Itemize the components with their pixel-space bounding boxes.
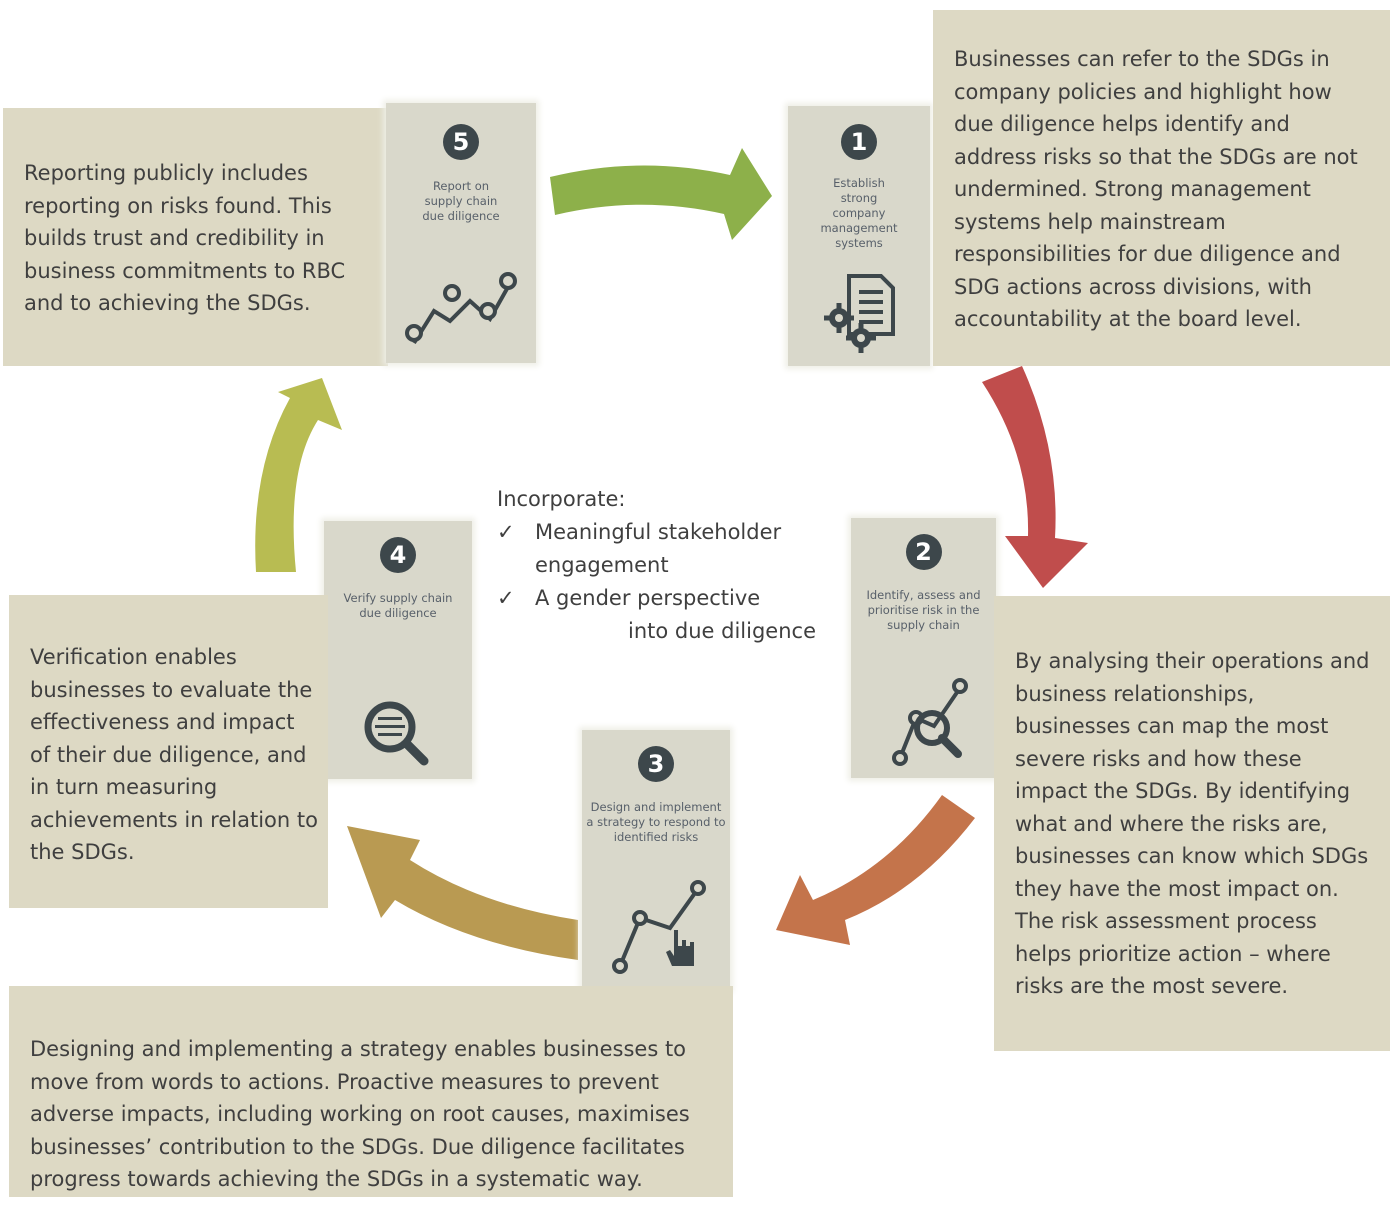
step-1-number: 1 [841, 124, 877, 160]
incorporate-suffix: into due diligence [628, 619, 816, 643]
step-4-description: Verification enables businesses to evalu… [30, 645, 318, 864]
incorporate-panel: Incorporate: ✓ Meaningful stakeholder en… [497, 483, 837, 648]
step-5-label: Report on supply chain due diligence [422, 179, 500, 223]
step-4-card: 4 Verify supply chain due diligence [324, 521, 472, 779]
step-5-description-box: Reporting publicly includes reporting on… [3, 108, 388, 366]
step-2-number: 2 [905, 534, 942, 570]
incorporate-item-1-text: Meaningful stakeholder engagement [535, 520, 782, 577]
step-5-number: 5 [443, 124, 479, 160]
arrow-step3-to-step4 [347, 826, 578, 960]
step-3-label: Design and implement a strategy to respo… [586, 800, 726, 844]
document-gears-icon [824, 274, 895, 353]
step-3-card: 3 Design and implement a strategy to res… [582, 730, 730, 990]
step-3-number: 3 [638, 746, 674, 782]
step-2-card: 2 Identify, assess and prioritise risk i… [851, 518, 996, 778]
step-3-description: Designing and implementing a strategy en… [30, 1037, 690, 1191]
incorporate-item-2-text: A gender perspective [535, 586, 761, 610]
step-5-card: 5 Report on supply chain due diligence [386, 103, 536, 363]
step-5-description: Reporting publicly includes reporting on… [24, 161, 346, 315]
step-2-description-box: By analysing their operations and busine… [994, 596, 1390, 1051]
step-1-description-box: Businesses can refer to the SDGs in comp… [933, 10, 1390, 366]
arrow-step1-to-step2 [982, 366, 1088, 588]
step-1-description: Businesses can refer to the SDGs in comp… [954, 47, 1358, 331]
arrow-step4-to-step5 [255, 378, 342, 572]
step-1-card: 1 Establish strong company management sy… [788, 106, 930, 366]
graph-hand-pointer-icon [612, 880, 706, 974]
incorporate-item-2: ✓ A gender perspective [497, 582, 837, 615]
check-icon: ✓ [497, 586, 515, 610]
arrow-step5-to-step1 [550, 148, 772, 240]
magnifier-graph-icon [891, 678, 968, 766]
location-path-icon [405, 272, 517, 345]
step-3-description-box: Designing and implementing a strategy en… [9, 986, 733, 1197]
step-4-label: Verify supply chain due diligence [343, 591, 453, 620]
step-2-label: Identify, assess and prioritise risk in … [866, 588, 981, 632]
incorporate-heading: Incorporate: [497, 487, 626, 511]
step-2-description: By analysing their operations and busine… [1015, 649, 1370, 998]
incorporate-item-1: ✓ Meaningful stakeholder engagement [497, 516, 837, 582]
magnifier-binary-icon [364, 701, 429, 766]
step-4-description-box: Verification enables businesses to evalu… [9, 595, 328, 908]
check-icon: ✓ [497, 520, 515, 544]
step-1-label: Establish strong company management syst… [820, 176, 898, 250]
arrow-step2-to-step3 [776, 795, 975, 945]
step-4-number: 4 [380, 537, 416, 573]
